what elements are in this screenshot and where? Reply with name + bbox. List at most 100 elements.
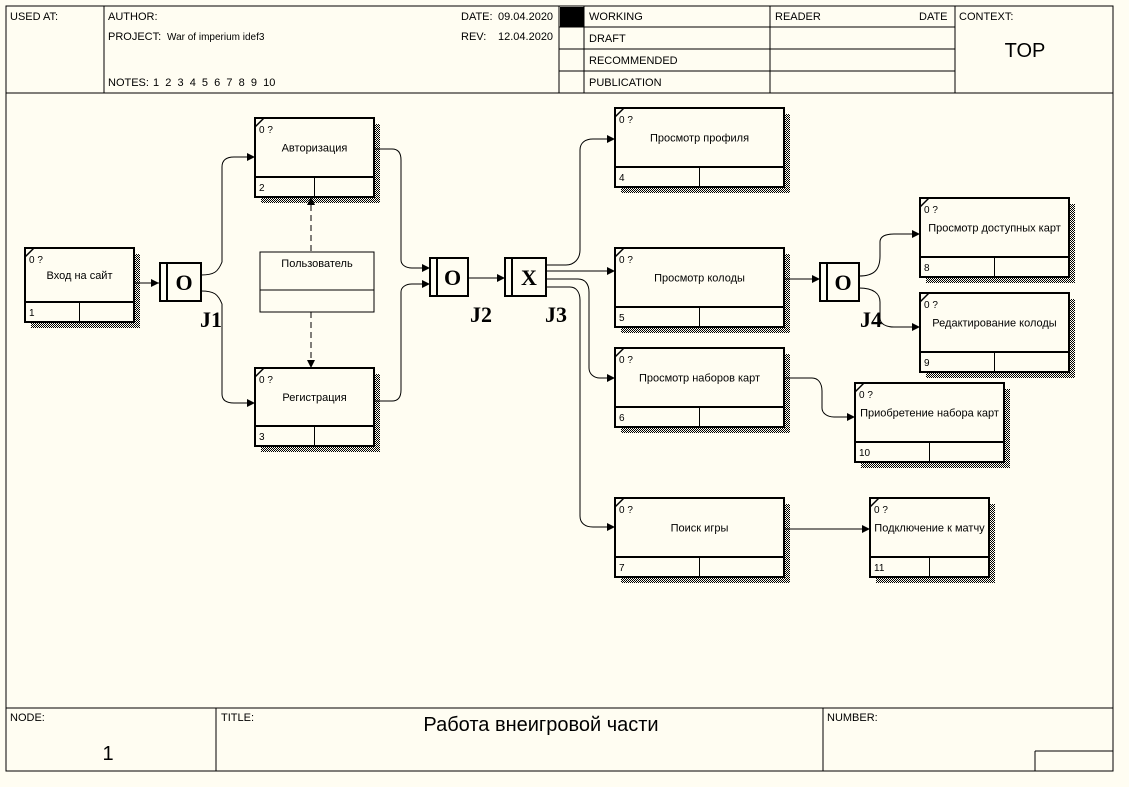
- uob-corner-slash: [919, 197, 930, 208]
- project-label: PROJECT:: [108, 31, 161, 43]
- uob-label: Поиск игры: [671, 523, 729, 535]
- uob-number: 2: [259, 183, 265, 194]
- notes-value: 1 2 3 4 5 6 7 8 9 10: [153, 77, 275, 89]
- uob-corner-slash: [614, 497, 625, 508]
- uob-corner-text: 0 ?: [29, 255, 43, 266]
- junction-j1[interactable]: OJ1: [159, 262, 222, 332]
- author-label: AUTHOR:: [108, 11, 158, 23]
- uob-corner-text: 0 ?: [619, 505, 633, 516]
- uob-number: 9: [924, 358, 930, 369]
- status-draft: DRAFT: [589, 33, 626, 45]
- junction-symbol: X: [521, 265, 537, 290]
- junction-j4[interactable]: OJ4: [819, 262, 882, 332]
- rev-value: 12.04.2020: [498, 31, 553, 43]
- link-u2-j2: [374, 148, 430, 272]
- junction-label: J3: [545, 302, 567, 327]
- link-u3-j2: [374, 280, 430, 402]
- link-j4-u8: [858, 230, 920, 277]
- uob-number: 8: [924, 263, 930, 274]
- context-label: CONTEXT:: [959, 11, 1013, 23]
- uob-label: Просмотр доступных карт: [928, 223, 1061, 235]
- uob-number: 1: [29, 308, 35, 319]
- uob-corner-slash: [919, 292, 930, 303]
- referent-user[interactable]: Пользователь: [259, 251, 375, 313]
- uob-corner-text: 0 ?: [619, 255, 633, 266]
- uob-label: Просмотр наборов карт: [639, 373, 760, 385]
- uob-box-4[interactable]: 0 ? Просмотр профиля 4: [614, 107, 790, 193]
- diagram-title: Работа внеигровой части: [423, 714, 658, 736]
- footer-block: NODE: 1 TITLE: Работа внеигровой части N…: [6, 707, 1113, 771]
- uob-corner-text: 0 ?: [259, 375, 273, 386]
- status-recommended: RECOMMENDED: [589, 55, 678, 67]
- uob-number: 6: [619, 413, 625, 424]
- referent-label: Пользователь: [281, 258, 353, 270]
- uob-box-2[interactable]: 0 ? Авторизация 2: [254, 117, 380, 203]
- uob-number: 4: [619, 173, 625, 184]
- uob-label: Авторизация: [282, 143, 348, 155]
- uob-number: 3: [259, 432, 265, 443]
- uob-number: 10: [859, 448, 871, 459]
- uob-box-6[interactable]: 0 ? Просмотр наборов карт 6: [614, 347, 790, 433]
- uob-corner-slash: [254, 117, 265, 128]
- uob-number: 7: [619, 563, 625, 574]
- link-j3-u6: [546, 278, 615, 382]
- uob-label: Регистрация: [282, 392, 346, 404]
- project-value: War of imperium idef3: [167, 32, 265, 43]
- uob-corner-text: 0 ?: [259, 125, 273, 136]
- uob-box-1[interactable]: 0 ? Вход на сайт 1: [24, 247, 140, 328]
- uob-box-7[interactable]: 0 ? Поиск игры 7: [614, 497, 790, 583]
- link-j1-u2: [200, 153, 255, 276]
- uob-corner-text: 0 ?: [619, 355, 633, 366]
- uob-box-5[interactable]: 0 ? Просмотр колоды 5: [614, 247, 790, 333]
- link-j3-u4: [546, 135, 615, 266]
- header-block: USED AT: AUTHOR: PROJECT: War of imperiu…: [6, 6, 1113, 94]
- status-publication: PUBLICATION: [589, 77, 662, 89]
- uob-corner-text: 0 ?: [924, 205, 938, 216]
- junction-j2[interactable]: OJ2: [429, 257, 492, 327]
- uob-box-3[interactable]: 0 ? Регистрация 3: [254, 367, 380, 452]
- uob-label: Редактирование колоды: [932, 318, 1056, 330]
- uob-number: 11: [874, 563, 885, 574]
- uob-layer: 0 ? Вход на сайт 1 0 ? Авторизация 2 0 ? Регист…: [24, 107, 1075, 583]
- link-j3-u7: [546, 286, 615, 531]
- notes-label: NOTES:: [108, 77, 149, 89]
- junction-symbol: O: [175, 270, 192, 295]
- link-u6-u10: [784, 377, 855, 421]
- uob-number: 5: [619, 313, 625, 324]
- used-at-label: USED AT:: [10, 11, 58, 23]
- uob-corner-slash: [869, 497, 880, 508]
- uob-corner-slash: [254, 367, 265, 378]
- junction-label: J4: [860, 307, 882, 332]
- junction-symbol: O: [444, 265, 461, 290]
- reader-date-label: DATE: [919, 11, 948, 23]
- uob-label: Вход на сайт: [47, 270, 113, 282]
- uob-corner-slash: [24, 247, 35, 258]
- working-status-marker: [560, 7, 584, 27]
- rev-label: REV:: [461, 31, 486, 43]
- uob-corner-text: 0 ?: [619, 115, 633, 126]
- uob-corner-slash: [614, 107, 625, 118]
- title-label: TITLE:: [221, 712, 254, 724]
- node-value: 1: [102, 743, 113, 765]
- junction-j3[interactable]: X J3: [504, 257, 567, 327]
- uob-corner-text: 0 ?: [859, 390, 873, 401]
- number-label: NUMBER:: [827, 712, 878, 724]
- link-j4-u9: [858, 287, 920, 331]
- node-label: NODE:: [10, 712, 45, 724]
- uob-corner-slash: [614, 247, 625, 258]
- links: [134, 135, 920, 533]
- uob-box-8[interactable]: 0 ? Просмотр доступных карт 8: [919, 197, 1075, 283]
- link-j1-u3: [200, 290, 255, 407]
- status-working: WORKING: [589, 11, 643, 23]
- date-label: DATE:: [461, 11, 493, 23]
- uob-label: Просмотр профиля: [650, 133, 749, 145]
- context-value: TOP: [1005, 40, 1046, 62]
- uob-label: Просмотр колоды: [654, 273, 745, 285]
- uob-corner-slash: [854, 382, 865, 393]
- uob-corner-slash: [614, 347, 625, 358]
